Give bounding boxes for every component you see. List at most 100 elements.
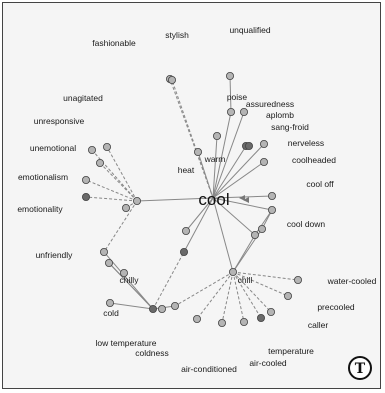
word-node-fashionable[interactable] (167, 76, 176, 85)
word-node-caller[interactable] (266, 307, 275, 316)
word-label-fashionable[interactable]: fashionable (92, 38, 136, 48)
word-label-chill[interactable]: chill (238, 275, 253, 285)
word-node-unresponsive[interactable] (88, 145, 97, 154)
word-node-cold[interactable] (120, 268, 129, 277)
word-node-warm[interactable] (212, 131, 221, 140)
graph-nodes (82, 72, 302, 327)
word-label-unfriendly[interactable]: unfriendly (36, 250, 74, 260)
graph-labels: stylish fashionable unqualified poiseassure… (17, 25, 376, 374)
word-label-aplomb[interactable]: aplomb (266, 110, 294, 120)
word-label-temperature[interactable]: temperature (268, 346, 314, 356)
hub-node[interactable] (122, 203, 131, 212)
graph-edge (212, 161, 265, 199)
word-node-unfriendly[interactable] (100, 247, 109, 256)
trademark-logo: T (348, 356, 372, 380)
word-label-stylish[interactable]: stylish (165, 30, 189, 40)
graph-edge (85, 196, 138, 202)
word-label-unresponsive[interactable]: unresponsive (34, 116, 85, 126)
word-node-emotionalism[interactable] (82, 175, 91, 184)
word-node-poise[interactable] (226, 108, 235, 117)
logo-letter: T (355, 361, 366, 377)
graph-edge (229, 75, 232, 113)
graph-frame (2, 2, 381, 389)
word-label-nerveless[interactable]: nerveless (288, 138, 324, 148)
hub-node[interactable] (250, 230, 259, 239)
word-node-coldness[interactable] (192, 314, 201, 323)
graph-edge (212, 143, 265, 199)
graph-edge (174, 271, 234, 307)
word-node-low-temperature[interactable] (170, 301, 179, 310)
hub-node[interactable] (179, 247, 188, 256)
graph-edge (212, 197, 273, 211)
graph-edge (196, 271, 234, 320)
word-label-air-cooled[interactable]: air-cooled (249, 358, 287, 368)
word-label-warm[interactable]: warm (204, 154, 226, 164)
word-label-unqualified[interactable]: unqualified (229, 25, 270, 35)
word-label-cool-down[interactable]: cool down (287, 219, 326, 229)
word-label-water-cooled[interactable]: water-cooled (327, 276, 377, 286)
graph-edge (152, 251, 185, 310)
arrow-head (239, 195, 245, 201)
graph-edge (99, 162, 138, 202)
word-node-air-cooled[interactable] (239, 317, 248, 326)
word-label-precooled[interactable]: precooled (317, 302, 355, 312)
word-node-unagitated[interactable] (103, 142, 112, 151)
word-label-emotionalism[interactable]: emotionalism (18, 172, 68, 182)
word-node-air-conditioned[interactable] (217, 318, 226, 327)
word-label-cool-off[interactable]: cool off (306, 179, 334, 189)
word-label-low-temperature[interactable]: low temperature (96, 338, 157, 348)
hub-node[interactable] (157, 304, 166, 313)
word-label-assuredness[interactable]: assuredness (246, 99, 294, 109)
word-label-coolheaded[interactable]: coolheaded (292, 155, 336, 165)
graph-edges (85, 75, 299, 324)
word-label-coldness[interactable]: coldness (135, 348, 169, 358)
graph-edge (109, 302, 154, 310)
graph-edge (221, 271, 234, 324)
word-node-emotionality[interactable] (82, 192, 91, 201)
graph-edge (212, 135, 218, 199)
graph-edge (232, 271, 289, 297)
word-node-chilly[interactable] (105, 258, 114, 267)
word-label-emotionality[interactable]: emotionality (17, 204, 63, 214)
graph-edge (212, 197, 256, 236)
hub-node[interactable] (181, 226, 190, 235)
word-node-water-cooled[interactable] (293, 275, 302, 284)
hub-node[interactable] (132, 196, 141, 205)
word-node-heat[interactable] (193, 147, 202, 156)
word-label-chilly[interactable]: chilly (120, 275, 140, 285)
word-label-air-conditioned[interactable]: air-conditioned (181, 364, 237, 374)
hub-node[interactable] (106, 298, 115, 307)
word-label-unagitated[interactable]: unagitated (63, 93, 103, 103)
word-label-heat[interactable]: heat (178, 165, 195, 175)
word-node-assuredness[interactable] (239, 108, 248, 117)
center-word-label[interactable]: cool (198, 190, 229, 209)
graph-edge (212, 197, 234, 273)
word-label-unemotional[interactable]: unemotional (30, 143, 76, 153)
graph-edge (212, 111, 245, 199)
word-label-cold[interactable]: cold (103, 308, 119, 318)
word-node-cool-down[interactable] (267, 205, 276, 214)
word-node-coolheaded[interactable] (259, 157, 268, 166)
word-node-chill[interactable] (228, 267, 237, 276)
hub-node[interactable] (148, 304, 157, 313)
hub-node[interactable] (257, 224, 266, 233)
word-node-temperature[interactable] (256, 313, 265, 322)
graph-edge (169, 78, 214, 199)
graph-edge (103, 200, 138, 253)
graph-edge (232, 271, 299, 281)
graph-edge (197, 151, 214, 199)
word-label-sang-froid[interactable]: sang-froid (271, 122, 309, 132)
graph-edge (183, 197, 214, 253)
word-node-nerveless[interactable] (259, 139, 268, 148)
graph-edge (106, 146, 138, 202)
graph-edge (108, 262, 154, 310)
graph-edge (91, 149, 138, 202)
word-node-sang-froid[interactable] (244, 141, 253, 150)
word-node-unqualified[interactable] (225, 72, 234, 81)
graph-edge (212, 111, 232, 199)
word-node-precooled[interactable] (283, 291, 292, 300)
word-label-poise[interactable]: poise (227, 92, 248, 102)
word-node-cool-off[interactable] (267, 191, 276, 200)
word-label-caller[interactable]: caller (308, 320, 328, 330)
word-node-unemotional[interactable] (96, 158, 105, 167)
